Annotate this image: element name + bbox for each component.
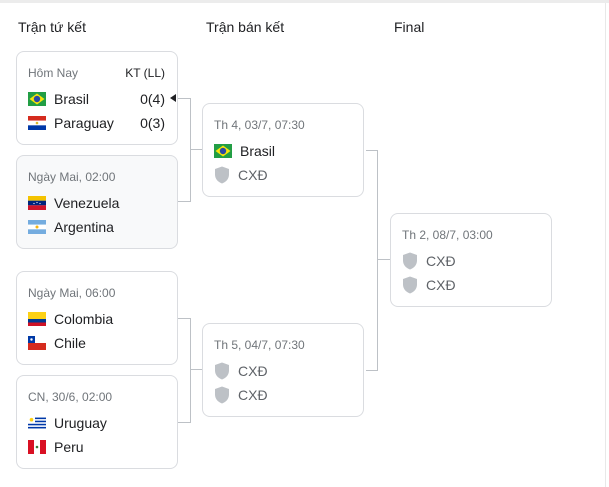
bracket-connector: [178, 98, 190, 99]
team-row: Argentina: [28, 217, 114, 237]
team-name: Paraguay: [54, 115, 114, 131]
brazil-flag-icon: [28, 92, 46, 106]
team-name: Peru: [54, 439, 84, 455]
header-quarterfinals: Trận tứ kết: [18, 19, 86, 35]
shield-icon: [214, 386, 230, 404]
match-card-sf1[interactable]: Th 4, 03/7, 07:30 Brasil CXĐ: [202, 103, 364, 197]
match-card-qf3[interactable]: Ngày Mai, 06:00 Colombia Chile: [16, 271, 178, 365]
match-card-final[interactable]: Th 2, 08/7, 03:00 CXĐ CXĐ: [390, 213, 552, 307]
team-name: CXĐ: [238, 387, 268, 403]
team-name: CXĐ: [426, 277, 456, 293]
match-time: CN, 30/6, 02:00: [28, 390, 113, 404]
team-name: Argentina: [54, 219, 114, 235]
team-name: Colombia: [54, 311, 114, 327]
team-row: Paraguay: [28, 113, 114, 133]
team-row: CXĐ: [402, 275, 456, 295]
bracket-connector: [366, 370, 378, 371]
team-name: CXĐ: [238, 167, 268, 183]
paraguay-flag-icon: [28, 116, 46, 130]
header-final: Final: [394, 19, 425, 35]
team-name: Brasil: [54, 91, 90, 107]
team-name: Brasil: [240, 143, 276, 159]
colombia-flag-icon: [28, 312, 46, 326]
match-card-qf2[interactable]: Ngày Mai, 02:00 Venezuela Argentina: [16, 155, 178, 249]
team-name: CXĐ: [426, 253, 456, 269]
bracket-connector: [377, 150, 378, 371]
chile-flag-icon: [28, 336, 46, 350]
argentina-flag-icon: [28, 220, 46, 234]
match-time: Ngày Mai, 06:00: [28, 286, 116, 300]
match-card-sf2[interactable]: Th 5, 04/7, 07:30 CXĐ CXĐ: [202, 323, 364, 417]
team-name: CXĐ: [238, 363, 268, 379]
bracket-connector: [190, 369, 202, 370]
bracket-connector: [377, 259, 390, 260]
match-time: Th 5, 04/7, 07:30: [214, 338, 305, 352]
top-divider: [0, 0, 609, 3]
bracket-connector: [366, 150, 378, 151]
bracket-connector: [190, 98, 191, 202]
shield-icon: [402, 276, 418, 294]
match-card-qf4[interactable]: CN, 30/6, 02:00 Uruguay Peru: [16, 375, 178, 469]
team-row: Colombia: [28, 309, 113, 329]
match-card-qf1[interactable]: Hôm Nay KT (LL) Brasil 0(4) Paraguay 0(3…: [16, 51, 178, 145]
shield-icon: [214, 166, 230, 184]
team-row: Brasil: [214, 141, 275, 161]
team-name: Uruguay: [54, 415, 107, 431]
match-time: Hôm Nay: [28, 66, 79, 80]
match-status: KT (LL): [125, 66, 165, 80]
bracket-connector: [178, 422, 190, 423]
match-time: Th 4, 03/7, 07:30: [214, 118, 305, 132]
winner-arrow-icon: [170, 94, 176, 102]
bracket-connector: [190, 318, 191, 423]
match-time: Ngày Mai, 02:00: [28, 170, 116, 184]
venezuela-flag-icon: [28, 196, 46, 210]
bracket-connector: [178, 318, 190, 319]
team-name: Chile: [54, 335, 86, 351]
header-semifinals: Trận bán kết: [206, 19, 285, 35]
team-row: CXĐ: [214, 385, 268, 405]
team-score: 0(4): [140, 91, 165, 107]
team-row: CXĐ: [214, 165, 268, 185]
bracket-connector: [190, 149, 202, 150]
peru-flag-icon: [28, 440, 46, 454]
team-score: 0(3): [140, 115, 165, 131]
team-name: Venezuela: [54, 195, 120, 211]
team-row: Venezuela: [28, 193, 119, 213]
team-row: Brasil: [28, 89, 89, 109]
uruguay-flag-icon: [28, 416, 46, 430]
shield-icon: [402, 252, 418, 270]
team-row: Chile: [28, 333, 86, 353]
team-row: Peru: [28, 437, 84, 457]
team-row: Uruguay: [28, 413, 107, 433]
bracket-frame: [0, 3, 606, 487]
match-time: Th 2, 08/7, 03:00: [402, 228, 493, 242]
team-row: CXĐ: [402, 251, 456, 271]
shield-icon: [214, 362, 230, 380]
brazil-flag-icon: [214, 144, 232, 158]
team-row: CXĐ: [214, 361, 268, 381]
bracket-connector: [178, 201, 190, 202]
